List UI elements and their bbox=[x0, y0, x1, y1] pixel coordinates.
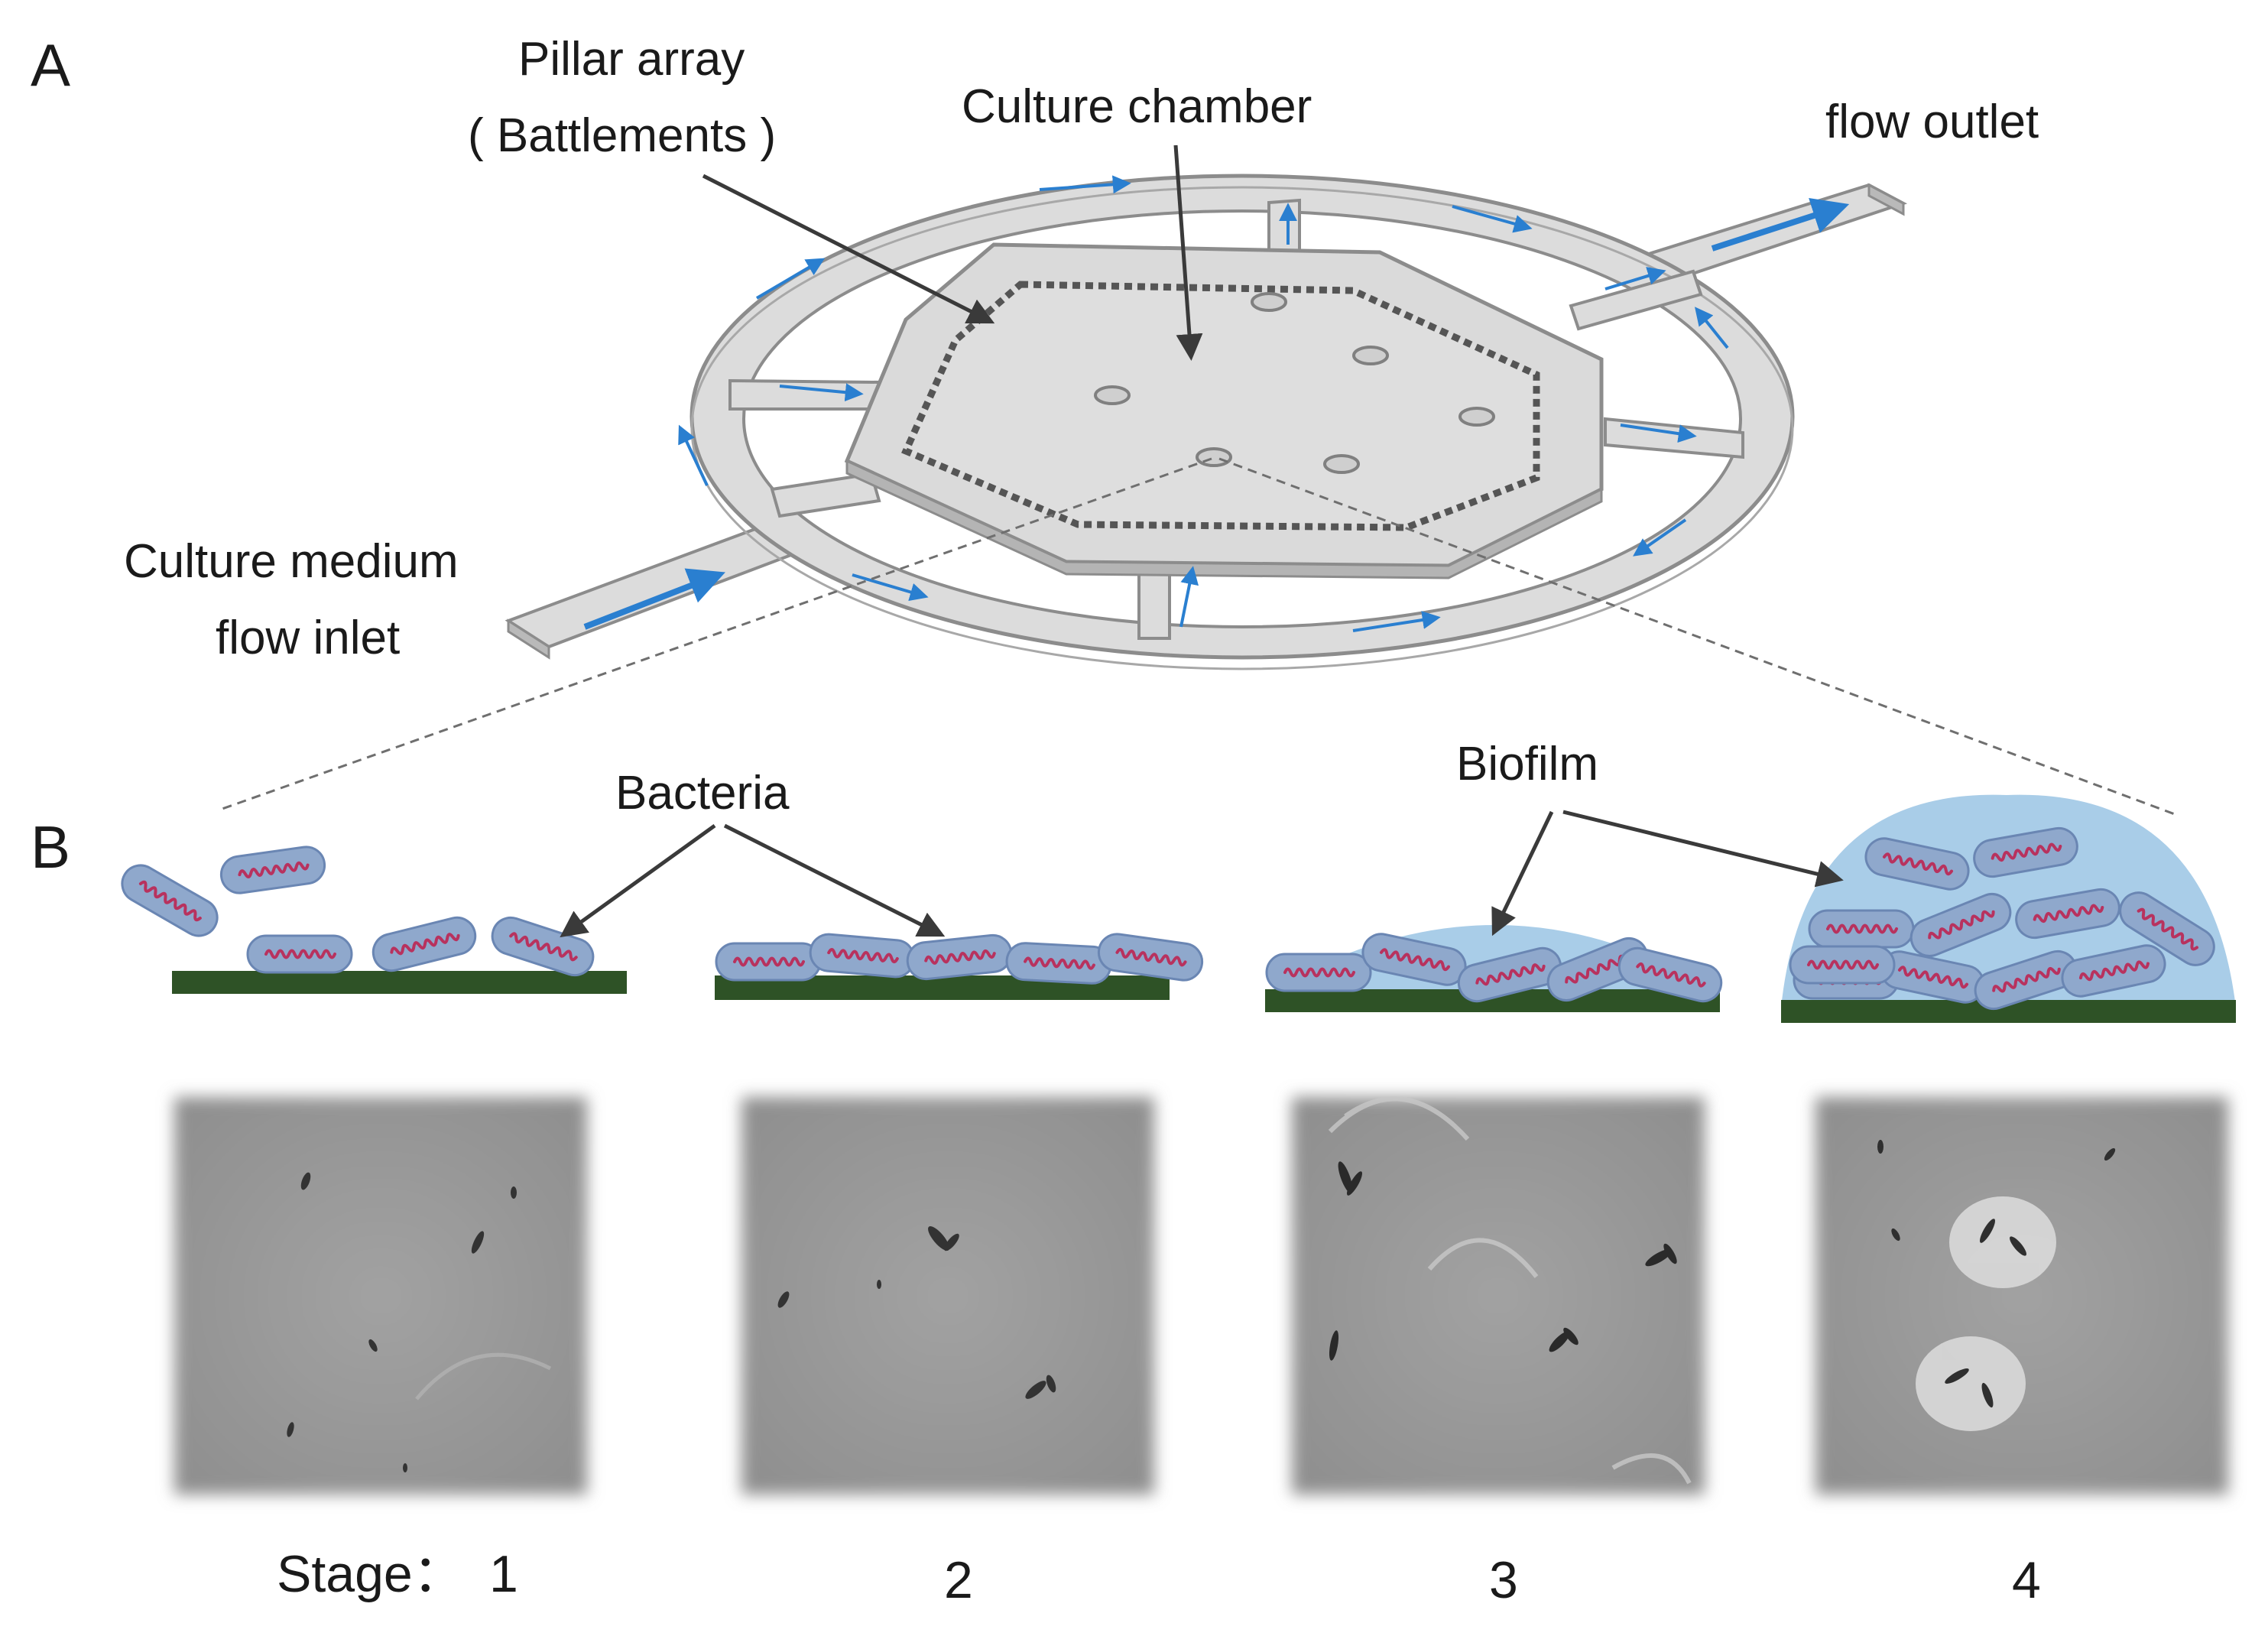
bacterium bbox=[1005, 942, 1112, 985]
micrograph-stage1 bbox=[174, 1097, 587, 1495]
stage-3-label: 3 bbox=[1489, 1551, 1518, 1609]
culture-chamber-arrow bbox=[1173, 144, 1203, 361]
zoom-line-left bbox=[217, 457, 1212, 812]
bacterium bbox=[2119, 891, 2215, 966]
microfluidic-device bbox=[217, 174, 2176, 816]
bacteria-arrow-2 bbox=[723, 823, 946, 937]
pillar-array-label: Pillar array bbox=[518, 33, 745, 86]
bacterium bbox=[246, 934, 353, 974]
bacteria-arrow-1 bbox=[560, 823, 716, 938]
biofilm-arrow-2 bbox=[1562, 810, 1844, 888]
culture-chamber-label: Culture chamber bbox=[962, 80, 1312, 133]
battlements-label: ( Battlements ) bbox=[468, 109, 776, 162]
bacterium bbox=[1617, 946, 1723, 1003]
bacterium bbox=[121, 864, 219, 937]
inlet-label-line1: Culture medium bbox=[124, 535, 459, 588]
micrograph-stage2 bbox=[741, 1097, 1154, 1495]
biofilm-label: Biofilm bbox=[1456, 738, 1598, 790]
bacterium bbox=[906, 933, 1013, 981]
stage-1-label: 1 bbox=[489, 1545, 518, 1603]
bacterium bbox=[2061, 944, 2166, 998]
bacterium bbox=[1864, 837, 1970, 891]
bacterium bbox=[1789, 945, 1896, 985]
micrograph-stage3 bbox=[1292, 1096, 1705, 1495]
pillar-array-arrow bbox=[702, 174, 995, 324]
bacterium bbox=[1909, 893, 2012, 957]
posts bbox=[1094, 292, 1495, 474]
bacteria-cells bbox=[121, 826, 2215, 1011]
stage-2-label: 2 bbox=[944, 1551, 973, 1609]
bacterium bbox=[2015, 888, 2120, 940]
bacterium bbox=[1880, 950, 1985, 1004]
pillar-array bbox=[901, 281, 1540, 531]
flow-arrows bbox=[583, 175, 1850, 632]
bacterium bbox=[1097, 933, 1204, 982]
bacterium bbox=[219, 846, 326, 894]
bacterium bbox=[491, 916, 595, 977]
substrate-stage1 bbox=[172, 971, 627, 994]
stage-4-label: 4 bbox=[2012, 1551, 2041, 1609]
panel-b-letter: B bbox=[31, 813, 70, 881]
bacteria-label: Bacteria bbox=[615, 767, 790, 820]
inlet-label-line2: flow inlet bbox=[216, 612, 400, 664]
biofilm-arrow-1 bbox=[1491, 810, 1554, 936]
stage-prefix: Stage： bbox=[277, 1545, 465, 1603]
micrograph-stage4 bbox=[1815, 1097, 2228, 1495]
panel-a-letter: A bbox=[31, 31, 70, 99]
bacterium bbox=[715, 942, 822, 982]
flow-outlet-label: flow outlet bbox=[1825, 96, 2039, 148]
bacterium bbox=[1265, 953, 1372, 992]
bacterium bbox=[1973, 826, 2078, 878]
bacterium bbox=[809, 933, 916, 979]
bacterium bbox=[372, 916, 477, 972]
inlet-channel bbox=[505, 527, 799, 649]
bacterium bbox=[1808, 909, 1915, 949]
zoom-line-right bbox=[1218, 457, 2176, 816]
bacterium bbox=[1457, 946, 1562, 1003]
